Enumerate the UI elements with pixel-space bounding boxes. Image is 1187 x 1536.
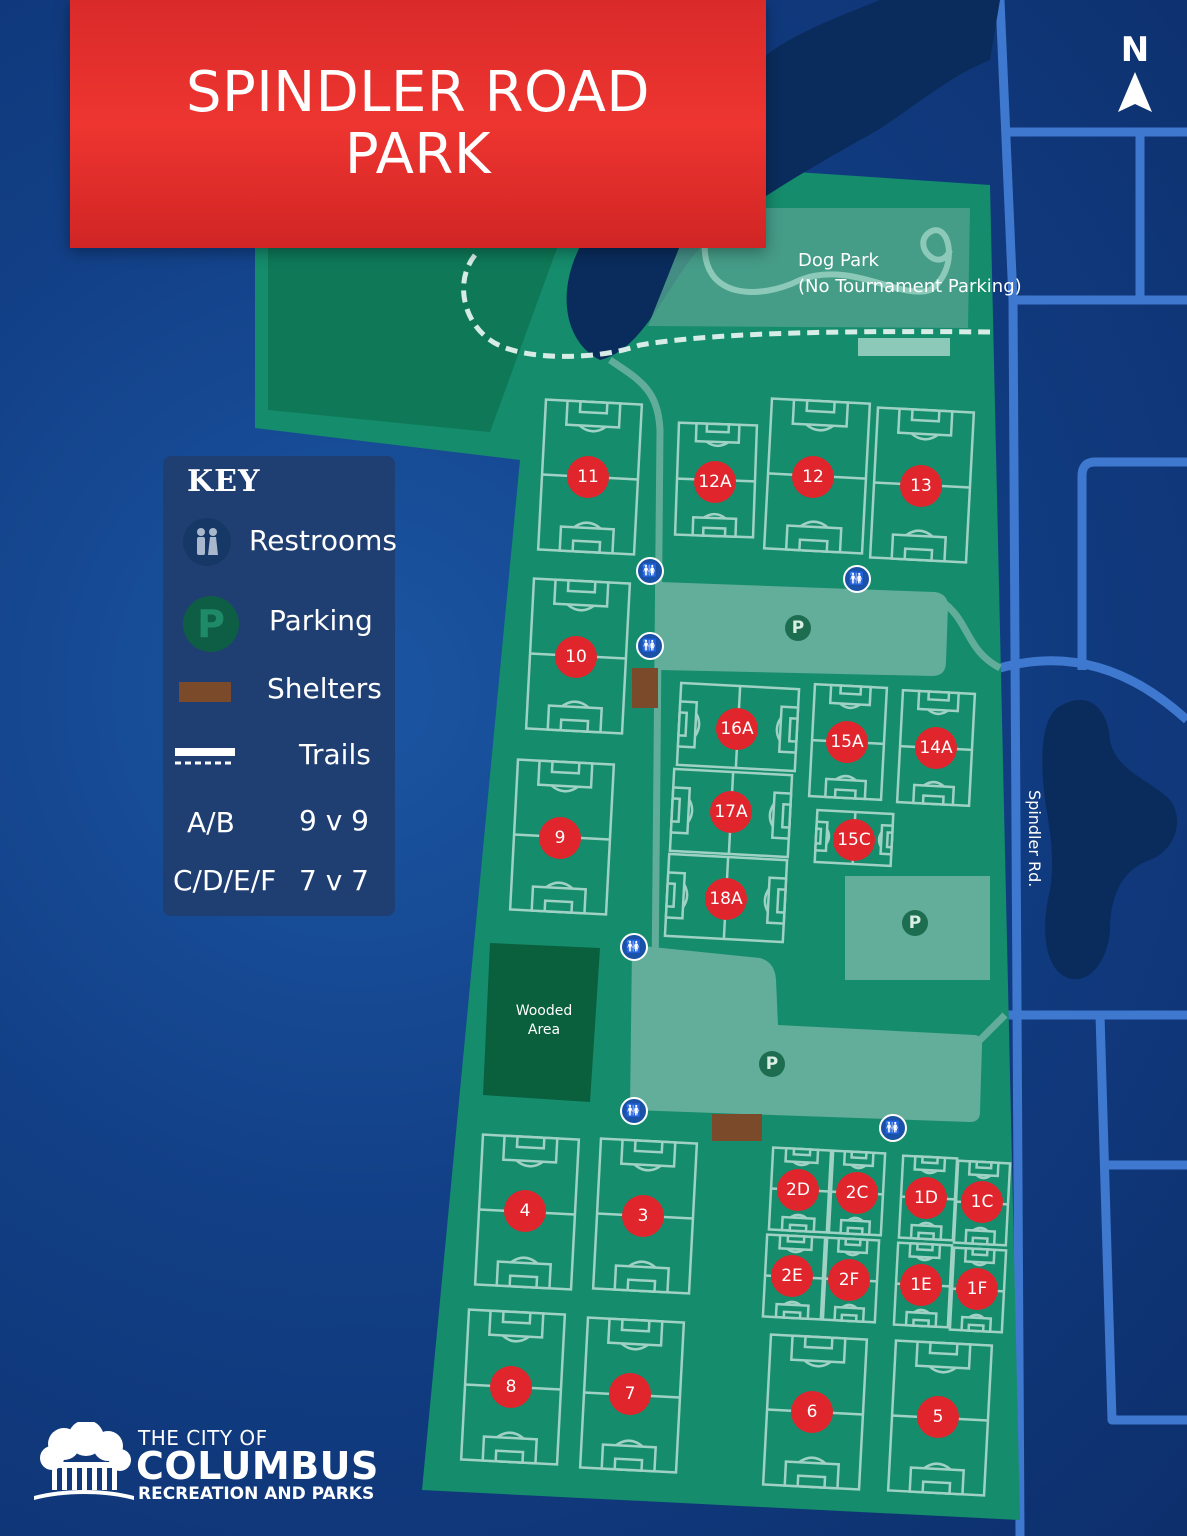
field-marker[interactable]: 10 [555,636,597,678]
field-marker[interactable]: 2E [771,1255,813,1297]
field-marker[interactable]: 2D [777,1169,819,1211]
field-marker[interactable]: 3 [622,1195,664,1237]
dog-park-label: Dog Park (No Tournament Parking) [798,248,1022,300]
title-line-2: PARK [344,122,492,187]
street-grid [995,0,1187,1536]
trail-icon [175,748,235,768]
key-cdef-label: C/D/E/F [173,864,277,897]
key-shelters-label: Shelters [267,672,382,705]
page-title: SPINDLER ROAD PARK [186,62,650,186]
key-ab-label: A/B [187,806,235,839]
trail-loop [461,253,991,359]
tree-logo-icon [34,1422,134,1500]
field-marker[interactable]: 5 [917,1396,959,1438]
field-marker[interactable]: 15C [833,819,875,861]
logo-line-3: RECREATION AND PARKS [138,1484,375,1504]
logo-line-1: THE CITY OF [138,1426,268,1450]
title-banner: SPINDLER ROAD PARK [70,0,766,248]
restroom-marker-icon[interactable]: 🚻 [620,1097,648,1125]
key-trails-label: Trails [299,738,371,771]
field-marker[interactable]: 1F [956,1268,998,1310]
restroom-marker-icon[interactable]: 🚻 [879,1114,907,1142]
parking-marker-icon[interactable]: P [759,1051,785,1077]
dog-park-parking [858,338,950,356]
wooded-label-line-2: Area [527,1022,561,1038]
field-marker[interactable]: 1E [900,1264,942,1306]
field-marker[interactable]: 15A [826,721,868,763]
key-ab-format: 9 v 9 [299,804,369,837]
dog-park-note: (No Tournament Parking) [798,276,1022,297]
north-indicator: N [1112,30,1158,118]
field-marker[interactable]: 9 [539,817,581,859]
key-cdef-format: 7 v 7 [299,864,369,897]
restroom-marker-icon[interactable]: 🚻 [636,557,664,585]
dog-park-trail [701,227,953,295]
parking-marker-icon[interactable]: P [785,615,811,641]
field-marker[interactable]: 4 [504,1190,546,1232]
restroom-marker-icon[interactable]: 🚻 [620,933,648,961]
wooded-area-label: Wooded Area [498,1002,590,1040]
key-restrooms-label: Restrooms [249,524,398,557]
wooded-area [483,943,600,1102]
city-logo: THE CITY OF COLUMBUS RECREATION AND PARK… [34,1422,394,1512]
field-marker[interactable]: 2C [836,1172,878,1214]
field-marker[interactable]: 12A [694,461,736,503]
field-marker[interactable]: 11 [567,456,609,498]
open-lawn [268,240,560,432]
map-key: KEY Restrooms P Parking Shelters Trails … [163,456,398,916]
field-marker[interactable]: 17A [710,791,752,833]
field-marker[interactable]: 8 [490,1366,532,1408]
shelter-south [712,1114,762,1141]
title-line-1: SPINDLER ROAD [185,60,651,125]
parking-lot-south [630,945,982,1122]
east-pond [1042,699,1178,980]
soccer-field [536,398,644,556]
road-label: Spindler Rd. [1025,790,1044,888]
field-marker[interactable]: 14A [915,727,957,769]
field-marker[interactable]: 1C [961,1181,1003,1223]
key-parking-label: Parking [269,604,373,637]
field-marker[interactable]: 16A [716,708,758,750]
field-marker[interactable]: 13 [900,465,942,507]
shelter-north [632,668,658,708]
restroom-icon [183,518,231,566]
field-marker[interactable]: 1D [905,1177,947,1219]
restroom-marker-icon[interactable]: 🚻 [636,632,664,660]
logo-line-2: COLUMBUS [136,1444,379,1488]
shelter-icon [179,682,231,702]
field-marker[interactable]: 6 [791,1391,833,1433]
field-marker[interactable]: 2F [828,1259,870,1301]
dog-park-name: Dog Park [798,250,879,271]
wooded-label-line-1: Wooded [515,1003,573,1019]
restroom-marker-icon[interactable]: 🚻 [843,565,871,593]
north-label: N [1120,30,1150,70]
north-arrow-icon [1118,72,1152,112]
parking-icon: P [183,596,239,652]
field-marker[interactable]: 18A [705,878,747,920]
parking-marker-icon[interactable]: P [902,910,928,936]
key-title: KEY [187,464,261,499]
field-marker[interactable]: 12 [792,456,834,498]
field-marker[interactable]: 7 [609,1373,651,1415]
